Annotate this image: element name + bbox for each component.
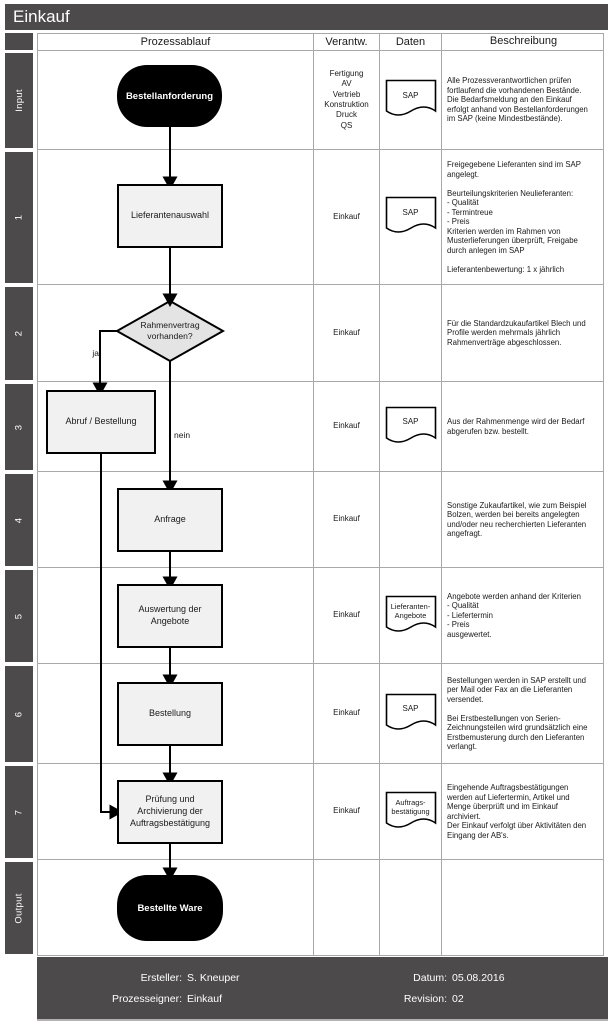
verantwortlich-cell: Fertigung AV Vertrieb Konstruktion Druck…	[314, 51, 380, 150]
table-row-1: Einkauf SAP Freigegebene Lieferanten sin…	[37, 150, 604, 285]
document-label: SAP	[402, 207, 419, 217]
beschreibung-cell: Für die Standardzukaufartikel Blech und …	[442, 285, 604, 382]
flow-node-bestellung: Bestellung	[117, 682, 223, 746]
table-row-3: Einkauf SAP Aus der Rahmenmenge wird der…	[37, 382, 604, 472]
flow-node-bestellte-ware: Bestellte Ware	[117, 875, 223, 941]
flowchart: Bestellanforderung Lieferantenauswahl Ra…	[37, 33, 314, 956]
document-icon: Lieferanten- Angebote	[385, 595, 437, 637]
daten-cell: Lieferanten- Angebote	[380, 568, 442, 664]
document-icon: SAP	[385, 406, 437, 448]
branch-label-ja: ja	[81, 348, 99, 358]
document-icon: SAP	[385, 196, 437, 238]
daten-cell: SAP	[380, 51, 442, 150]
table-row-input: Fertigung AV Vertrieb Konstruktion Druck…	[37, 51, 604, 150]
sidebar-item-output: Output	[5, 862, 33, 954]
sidebar-item-1: 1	[5, 152, 33, 283]
verantwortlich-cell: Einkauf	[314, 664, 380, 764]
column-header-beschreibung: Beschreibung	[442, 34, 604, 51]
document-icon: SAP	[385, 79, 437, 121]
table-row-output	[37, 860, 604, 956]
document-label: SAP	[402, 90, 419, 100]
beschreibung-cell: Aus der Rahmenmenge wird der Bedarf abge…	[442, 382, 604, 472]
daten-cell	[380, 285, 442, 382]
verantwortlich-cell: Einkauf	[314, 472, 380, 568]
verantwortlich-cell: Einkauf	[314, 382, 380, 472]
document-label: SAP	[402, 417, 419, 427]
sidebar-item-input: Input	[5, 53, 33, 148]
column-header-prozessablauf: Prozessablauf	[37, 34, 314, 51]
table-row-5: Einkauf Lieferanten- Angebote Angebote w…	[37, 568, 604, 664]
document-label: Auftrags- bestätigung	[391, 798, 430, 816]
prozesseigner-label: Prozesseigner:	[111, 993, 182, 1005]
sidebar-item-6: 6	[5, 666, 33, 762]
beschreibung-cell: Bestellungen werden in SAP erstellt und …	[442, 664, 604, 764]
document-label: Lieferanten- Angebote	[390, 602, 431, 620]
column-header-verantw: Verantw.	[314, 34, 380, 51]
daten-cell: SAP	[380, 382, 442, 472]
revision-value: 02	[452, 993, 464, 1005]
sidebar-header-spacer	[5, 33, 33, 50]
table-header-row: Prozessablauf Verantw. Daten Beschreibun…	[37, 33, 604, 51]
sidebar-item-7: 7	[5, 766, 33, 858]
column-header-daten: Daten	[380, 34, 442, 51]
beschreibung-cell: Sonstige Zukaufartikel, wie zum Beispiel…	[442, 472, 604, 568]
revision-label: Revision:	[403, 993, 447, 1005]
flowchart-connectors	[92, 127, 226, 881]
document-icon: SAP	[385, 693, 437, 735]
daten-cell: Auftrags- bestätigung	[380, 764, 442, 860]
connector-ja-to-abruf	[92, 330, 117, 396]
sidebar-item-4: 4	[5, 474, 33, 566]
branch-label-nein: nein	[174, 430, 198, 440]
flow-node-abruf-bestellung: Abruf / Bestellung	[46, 390, 156, 454]
daten-cell: SAP	[380, 664, 442, 764]
table-row-7: Einkauf Auftrags- bestätigung Eingehende…	[37, 764, 604, 860]
ersteller-label: Ersteller:	[140, 972, 182, 984]
flow-node-pruefung: Prüfung und Archivierung der Auftragsbes…	[117, 780, 223, 844]
flow-node-anfrage: Anfrage	[117, 488, 223, 552]
flow-node-auswertung: Auswertung der Angebote	[117, 584, 223, 648]
table-row-6: Einkauf SAP Bestellungen werden in SAP e…	[37, 664, 604, 764]
flow-node-bestellanforderung: Bestellanforderung	[117, 65, 222, 127]
beschreibung-cell: Alle Prozessverantwortlichen prüfen fort…	[442, 51, 604, 150]
sidebar-item-5: 5	[5, 570, 33, 662]
flow-node-rahmenvertrag-label: Rahmenvertrag vorhanden?	[140, 320, 200, 341]
connector-abruf-to-pruefung	[100, 454, 123, 820]
daten-cell	[380, 472, 442, 568]
datum-label: Datum:	[413, 972, 447, 984]
datum-value: 05.08.2016	[452, 972, 505, 984]
sidebar-item-2: 2	[5, 287, 33, 380]
ersteller-value: S. Kneuper	[187, 972, 240, 984]
beschreibung-cell: Freigegebene Lieferanten sind im SAP ang…	[442, 150, 604, 285]
document-label: SAP	[402, 704, 419, 714]
beschreibung-cell: Angebote werden anhand der Kriterien - Q…	[442, 568, 604, 664]
verantwortlich-cell: Einkauf	[314, 764, 380, 860]
footer: Ersteller: S. Kneuper Datum: 05.08.2016 …	[37, 957, 608, 1019]
sidebar-item-3: 3	[5, 384, 33, 470]
table-row-2: Einkauf Für die Standardzukaufartikel Bl…	[37, 285, 604, 382]
beschreibung-cell: Eingehende Auftragsbestätigungen werden …	[442, 764, 604, 860]
flow-node-lieferantenauswahl: Lieferantenauswahl	[117, 184, 223, 248]
verantwortlich-cell: Einkauf	[314, 285, 380, 382]
page-title: Einkauf	[5, 4, 608, 30]
verantwortlich-cell: Einkauf	[314, 568, 380, 664]
daten-cell: SAP	[380, 150, 442, 285]
document-icon: Auftrags- bestätigung	[385, 791, 437, 833]
prozesseigner-value: Einkauf	[187, 993, 223, 1005]
table-row-4: Einkauf Sonstige Zukaufartikel, wie zum …	[37, 472, 604, 568]
verantwortlich-cell: Einkauf	[314, 150, 380, 285]
